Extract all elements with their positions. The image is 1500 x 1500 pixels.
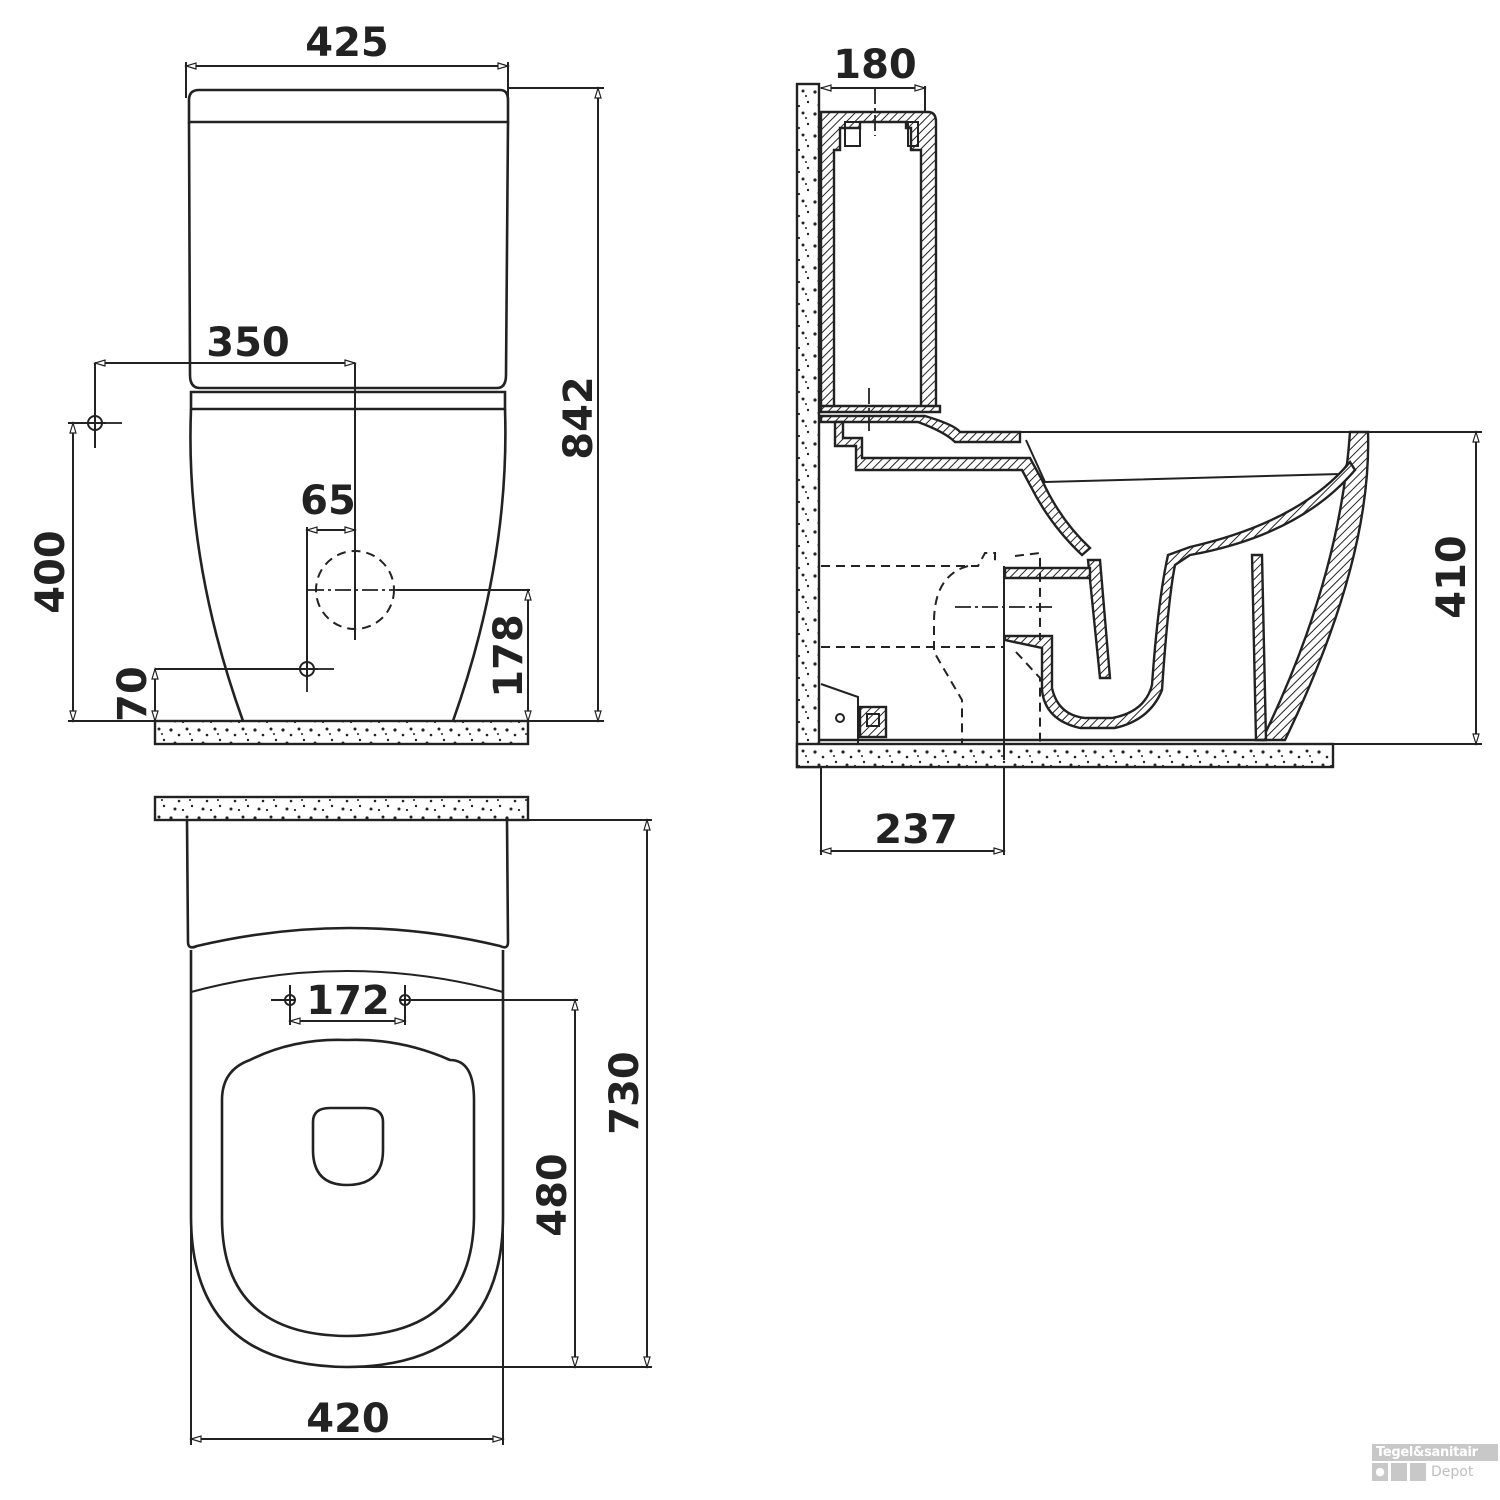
dim-water-inlet-offset: 350 xyxy=(206,320,290,366)
watermark-brand: Tegel&sanitair xyxy=(1372,1444,1498,1461)
dim-floor-bolt-height: 70 xyxy=(110,666,156,722)
front-view: 425 842 350 400 65 178 xyxy=(28,20,604,746)
dim-wall-to-outlet: 237 xyxy=(874,807,958,853)
dim-overall-depth: 730 xyxy=(602,1051,648,1135)
dim-drain-height: 178 xyxy=(486,614,532,698)
drop-icon: ● xyxy=(1372,1463,1388,1481)
watermark-depot: Depot xyxy=(1431,1464,1474,1480)
dim-overall-width: 425 xyxy=(305,20,389,66)
logo-square xyxy=(1410,1463,1426,1481)
top-view: 172 480 730 420 xyxy=(153,795,652,1445)
dim-seat-hinge-spacing: 172 xyxy=(306,978,390,1024)
watermark-logo: Tegel&sanitair ● Depot xyxy=(1372,1444,1498,1481)
dim-cistern-depth: 180 xyxy=(833,42,917,88)
dim-drain-offset: 65 xyxy=(300,478,356,524)
side-section-view: 180 410 237 xyxy=(795,42,1482,855)
dim-water-inlet-height: 400 xyxy=(28,530,74,614)
logo-square xyxy=(1391,1463,1407,1481)
dim-bowl-width: 420 xyxy=(306,1396,390,1442)
dim-bowl-height: 410 xyxy=(1429,535,1475,619)
dim-hinge-to-front: 480 xyxy=(530,1153,576,1237)
dim-overall-height: 842 xyxy=(556,376,602,460)
